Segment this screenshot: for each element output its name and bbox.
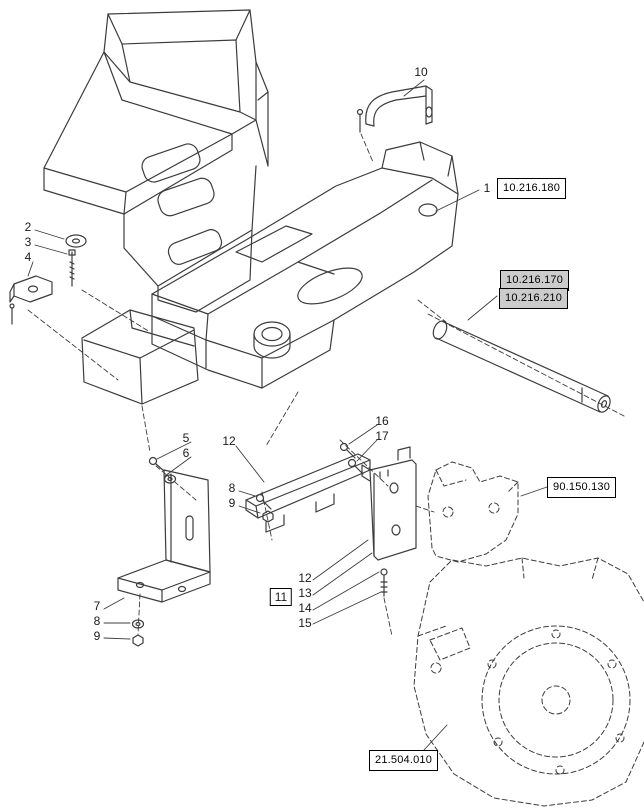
ref-box-10-216-180[interactable]: 10.216.180 bbox=[497, 178, 567, 199]
callout-17: 17 bbox=[375, 429, 389, 443]
callout-8-bottom: 8 bbox=[93, 614, 101, 628]
tank-support-frame-drawing bbox=[43, 9, 269, 313]
callout-10: 10 bbox=[414, 65, 428, 79]
callout-3: 3 bbox=[24, 235, 32, 249]
callout-7: 7 bbox=[93, 599, 101, 613]
callout-8-middle: 8 bbox=[228, 481, 236, 495]
callout-11-boxed[interactable]: 11 bbox=[269, 588, 293, 606]
mount-bracket-drawing bbox=[361, 446, 417, 561]
l-bracket-drawing bbox=[117, 469, 211, 603]
leader-lines bbox=[27, 79, 548, 751]
ref-box-21-504-010[interactable]: 21.504.010 bbox=[369, 750, 439, 771]
callout-9-middle: 9 bbox=[228, 496, 236, 510]
callout-2: 2 bbox=[24, 220, 32, 234]
callout-9-bottom: 9 bbox=[93, 629, 101, 643]
callout-4: 4 bbox=[24, 250, 32, 264]
washer-2-drawing bbox=[65, 234, 87, 248]
callout-14: 14 bbox=[298, 601, 312, 615]
construction-lines bbox=[27, 133, 625, 637]
tie-rod-drawing bbox=[432, 320, 611, 413]
strap-bracket-drawing bbox=[356, 85, 433, 133]
bolt-14-drawing bbox=[380, 568, 388, 597]
reference-bracket-drawing bbox=[427, 461, 519, 563]
washer-6-drawing bbox=[163, 474, 177, 484]
callout-15: 15 bbox=[298, 616, 312, 630]
callout-1: 1 bbox=[483, 181, 491, 195]
callout-13: 13 bbox=[298, 586, 312, 600]
ref-box-10-216-210[interactable]: 10.216.210 bbox=[499, 288, 569, 309]
callout-6: 6 bbox=[182, 446, 190, 460]
fuel-tank-drawing bbox=[151, 141, 459, 389]
nut-9-drawing bbox=[262, 510, 274, 523]
callout-5: 5 bbox=[182, 431, 190, 445]
callout-12-lower: 12 bbox=[298, 571, 312, 585]
bracket-4-drawing bbox=[9, 275, 53, 325]
support-foot-pad-drawing bbox=[81, 309, 199, 405]
bolt-3-drawing bbox=[68, 249, 76, 287]
ref-box-90-150-130[interactable]: 90.150.130 bbox=[547, 477, 617, 498]
callout-12-upper: 12 bbox=[222, 434, 236, 448]
nut-9-bottom-drawing bbox=[132, 634, 144, 647]
bolt-17-drawing bbox=[347, 458, 364, 475]
transmission-housing-drawing bbox=[413, 557, 644, 807]
callout-16: 16 bbox=[375, 414, 389, 428]
bolt-5-drawing bbox=[148, 456, 165, 472]
bolt-16-drawing bbox=[339, 442, 356, 459]
